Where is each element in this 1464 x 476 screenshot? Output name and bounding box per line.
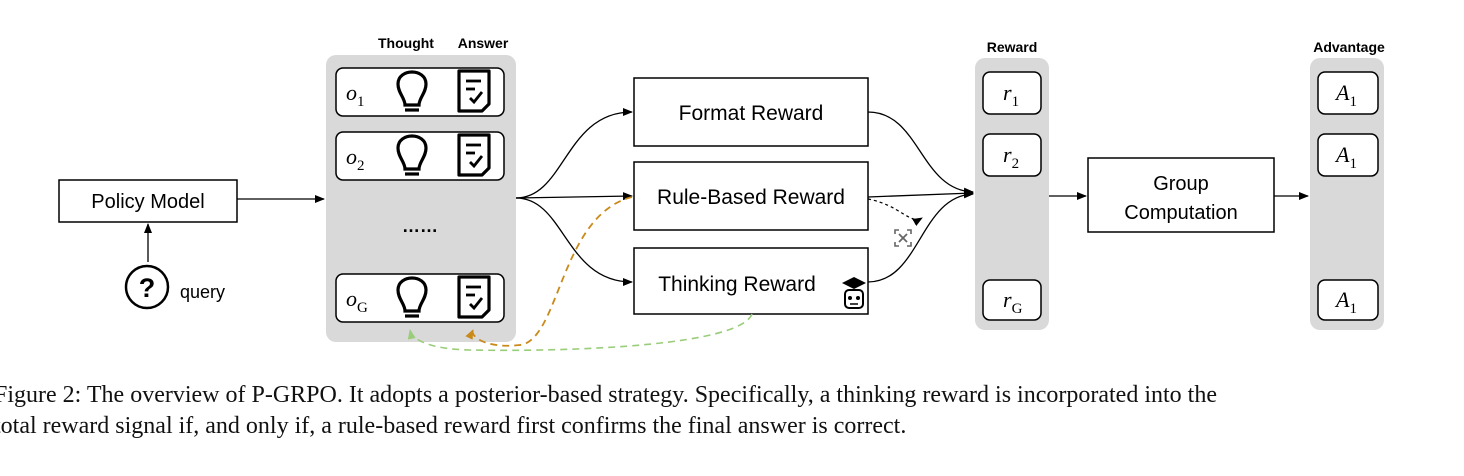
advantage-item: A1 — [1317, 279, 1379, 321]
outputs-panel — [326, 55, 516, 342]
svg-text:A1: A1 — [1334, 80, 1357, 110]
group-computation-label-line1: Group — [1153, 173, 1209, 195]
thinking-reward-label: Thinking Reward — [658, 273, 816, 296]
output-card: o1 — [335, 67, 505, 117]
caption-line-2: total reward signal if, and only if, a r… — [0, 413, 907, 439]
output-card: oG — [335, 273, 505, 323]
x-box-icon — [894, 229, 912, 247]
policy-model-box — [58, 179, 238, 223]
advantage-item: A1 — [1317, 71, 1379, 115]
group-computation-label-line2: Computation — [1124, 202, 1237, 224]
svg-text:r2: r2 — [1003, 142, 1019, 172]
query-label: query — [180, 282, 225, 302]
svg-text:r1: r1 — [1003, 80, 1019, 110]
rule-based-reward-box — [633, 161, 869, 231]
thinking-reward-box — [633, 247, 869, 315]
policy-model-label: Policy Model — [91, 191, 204, 213]
group-computation-box — [1087, 157, 1275, 233]
output-label: oG — [346, 286, 368, 316]
svg-text:A1: A1 — [1334, 287, 1357, 317]
robot-graduate-icon — [842, 277, 866, 309]
output-card: o2 — [335, 131, 505, 181]
reward-header: Reward — [987, 39, 1038, 55]
rewards-panel — [975, 58, 1049, 330]
reward-item: r2 — [982, 133, 1042, 177]
output-label: o2 — [346, 144, 365, 174]
advantage-item: A1 — [1317, 133, 1379, 177]
figure-caption: Figure 2: The overview of P-GRPO. It ado… — [0, 380, 1464, 460]
question-circle-icon: ? — [124, 264, 170, 310]
p-grpo-diagram: Thought Answer Reward Advantage o1 o2 ……… — [58, 35, 1385, 352]
reward-item: rG — [982, 279, 1042, 321]
thought-header: Thought — [378, 35, 434, 51]
answer-header: Answer — [458, 35, 509, 51]
svg-text:?: ? — [139, 273, 156, 303]
reward-item: r1 — [982, 71, 1042, 115]
caption-line-1: Figure 2: The overview of P-GRPO. It ado… — [0, 382, 1217, 408]
format-reward-label: Format Reward — [679, 102, 824, 125]
advantage-header: Advantage — [1313, 39, 1385, 55]
advantages-panel — [1310, 58, 1384, 330]
rule-based-reward-label: Rule-Based Reward — [657, 186, 845, 209]
svg-text:rG: rG — [1003, 287, 1023, 317]
ellipsis: …… — [402, 216, 438, 236]
svg-text:A1: A1 — [1334, 142, 1357, 172]
output-label: o1 — [346, 80, 365, 110]
